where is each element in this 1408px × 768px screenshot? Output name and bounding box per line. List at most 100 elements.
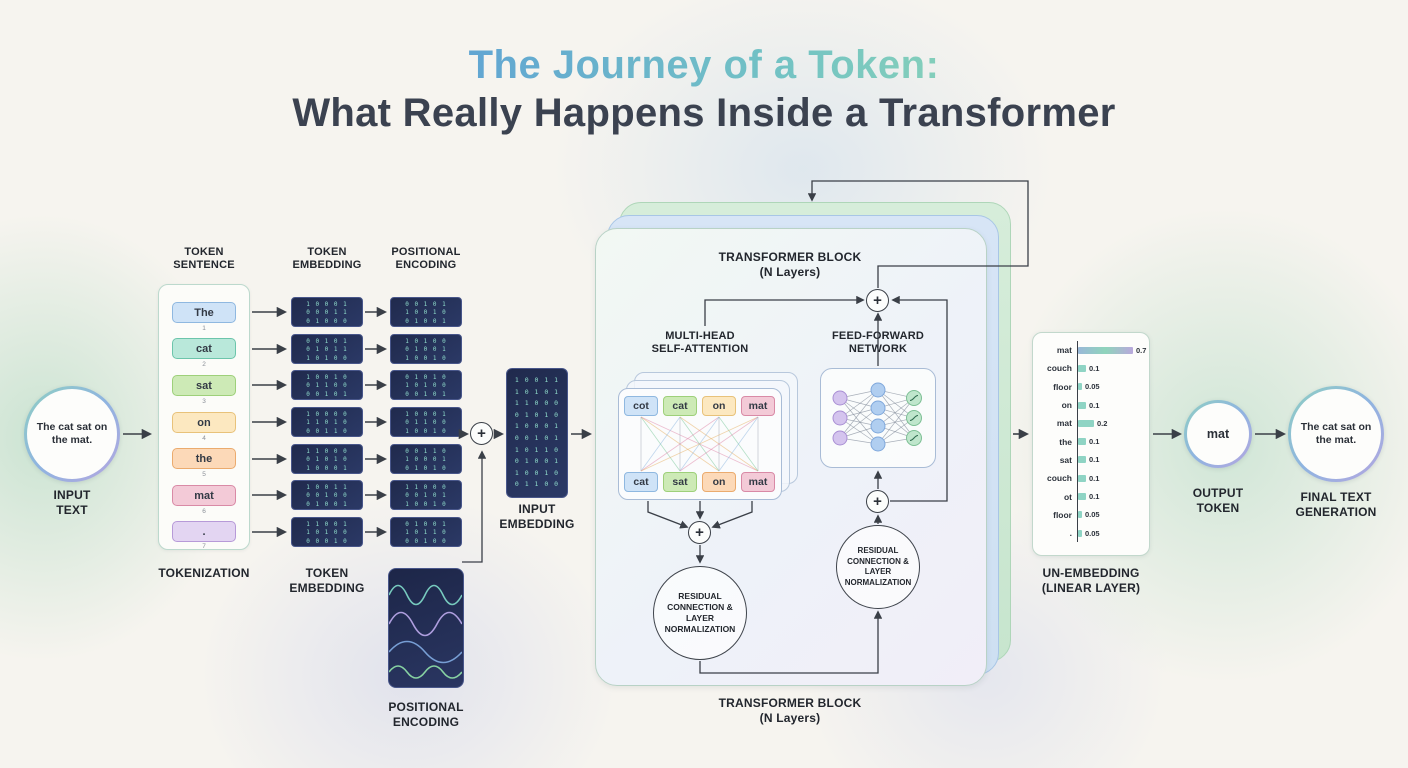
token-embedding-label: TOKEN EMBEDDING [289,566,365,595]
prob-bar [1078,493,1086,501]
tokenization-label: TOKENIZATION [158,566,250,580]
prob-bar [1078,401,1086,409]
positional-encoding-label: POSITIONAL ENCODING [388,700,464,729]
prob-bar [1078,419,1094,427]
prob-value: 0.05 [1085,528,1100,538]
ffn-box [820,368,936,468]
sine-waves-icon [388,584,463,679]
prob-token: sat [1059,454,1072,465]
token-chip: mat [172,485,236,506]
token-sentence-header: TOKEN SENTENCE [173,246,235,271]
token-chip: on [172,412,236,433]
input-embedding-matrix: 1 0 0 1 1 1 0 1 0 1 1 1 0 0 0 0 1 0 1 0 … [506,368,568,498]
token-id: 4 [202,435,206,442]
prob-token: the [1059,436,1072,447]
positional-matrix: 0 1 0 0 1 1 0 1 1 0 0 0 1 0 0 [390,517,462,547]
prob-value: 0.05 [1085,382,1100,392]
positional-matrix: 1 1 0 0 0 0 0 1 0 1 1 0 0 1 0 [390,480,462,510]
attention-token-chip: mat [741,396,775,416]
prob-token: mat [1056,345,1072,356]
prob-row: couch 0.1 [1039,469,1144,488]
transformer-block-bottom-label: TRANSFORMER BLOCK (N Layers) [718,696,862,725]
prob-row: floor 0.05 [1039,505,1144,524]
attention-token-chip: sat [663,472,697,492]
output-token-circle: mat [1184,400,1252,468]
prob-value: 0.1 [1089,363,1100,373]
positional-matrix: 0 0 1 1 0 1 0 0 0 1 0 1 0 1 0 [390,444,462,474]
prob-token: floor [1053,381,1072,392]
prob-row: mat 0.7 [1039,341,1147,360]
output-token-label: OUTPUT TOKEN [1192,486,1244,515]
prob-value: 0.1 [1089,473,1100,483]
input-text-label: INPUT TEXT [53,488,91,517]
token-id: 5 [202,471,206,478]
attention-token-chip: mat [741,472,775,492]
token-id: 3 [202,398,206,405]
token-chip: sat [172,375,236,396]
prob-bar [1078,438,1086,446]
positional-matrix: 1 0 1 0 0 0 1 0 0 1 1 0 0 1 0 [390,334,462,364]
unembedding-label: UN-EMBEDDING (LINEAR LAYER) [1041,566,1141,595]
prob-bar [1078,456,1086,464]
prob-value: 0.1 [1089,437,1100,447]
prob-row: sat 0.1 [1039,450,1144,470]
token-id: 7 [202,543,206,550]
prob-value: 0.1 [1089,455,1100,465]
prob-bar [1078,474,1086,482]
positional-matrix: 0 1 0 1 0 1 0 1 0 0 0 0 1 0 1 [390,370,462,400]
final-text-label: FINAL TEXT GENERATION [1295,490,1377,519]
final-text-value: The cat sat on the mat. [1291,389,1381,479]
prob-value: 0.05 [1085,510,1100,520]
prob-token: ot [1063,491,1072,502]
prob-token: couch [1046,363,1072,374]
embedding-matrix: 0 0 1 0 1 0 1 0 1 1 1 0 1 0 0 [291,334,363,364]
prob-bar [1078,364,1086,372]
prob-value: 0.2 [1097,418,1108,428]
embedding-matrix: 1 0 0 1 0 0 1 1 0 0 0 0 1 0 1 [291,370,363,400]
prob-token: . [1069,528,1072,539]
token-chip: the [172,448,236,469]
embedding-matrix: 1 1 0 0 1 1 0 1 0 0 0 0 0 1 0 [291,517,363,547]
positional-encoding-header: POSITIONAL ENCODING [391,246,461,271]
positional-matrix: 0 0 1 0 1 1 0 0 1 0 0 1 0 0 1 [390,297,462,327]
token-chip: The [172,302,236,323]
residual-norm-left: RESIDUAL CONNECTION & LAYER NORMALIZATIO… [653,566,747,660]
embedding-matrix: 1 0 0 0 1 0 0 0 1 1 0 1 0 0 0 [291,297,363,327]
token-id: 1 [202,325,206,332]
add-positional-plus: + [470,422,493,445]
embedding-matrix: 1 0 0 0 0 1 1 0 1 0 0 0 1 1 0 [291,407,363,437]
token-embedding-header: TOKEN EMBEDDING [292,246,362,271]
prob-value: 0.1 [1089,400,1100,410]
title-line2: What Really Happens Inside a Transformer [292,91,1116,135]
attention-token-chip: cot [624,396,658,416]
output-token-value: mat [1187,403,1249,465]
token-chip: cat [172,338,236,359]
prob-token: couch [1046,473,1072,484]
ffn-residual-plus-top: + [866,289,889,312]
title-line1: The Journey of a Token: [0,42,1408,88]
embedding-matrix: 1 0 0 1 1 0 0 1 0 0 0 1 0 0 1 [291,480,363,510]
token-id: 6 [202,508,206,515]
prob-value: 0.7 [1136,345,1147,355]
input-embedding-label: INPUT EMBEDDING [499,502,575,531]
attention-residual-plus: + [688,521,711,544]
token-chip: . [172,521,236,542]
input-text-value: The cat sat on the mat. [27,389,117,479]
prob-token: floor [1053,509,1072,520]
prob-row: . 0.05 [1039,523,1144,543]
attention-token-chip: cat [663,396,697,416]
prob-row: couch 0.1 [1039,359,1144,378]
prob-row: the 0.1 [1039,432,1144,451]
mhsa-label: MULTI-HEAD SELF-ATTENTION [651,330,749,355]
final-text-circle: The cat sat on the mat. [1288,386,1384,482]
prob-row: floor 0.05 [1039,377,1144,396]
positional-encoding-waveform [388,568,464,688]
ffn-residual-plus-bottom: + [866,490,889,513]
transformer-block-top-label: TRANSFORMER BLOCK (N Layers) [718,250,862,279]
input-text-circle: The cat sat on the mat. [24,386,120,482]
prob-bar [1078,383,1082,391]
